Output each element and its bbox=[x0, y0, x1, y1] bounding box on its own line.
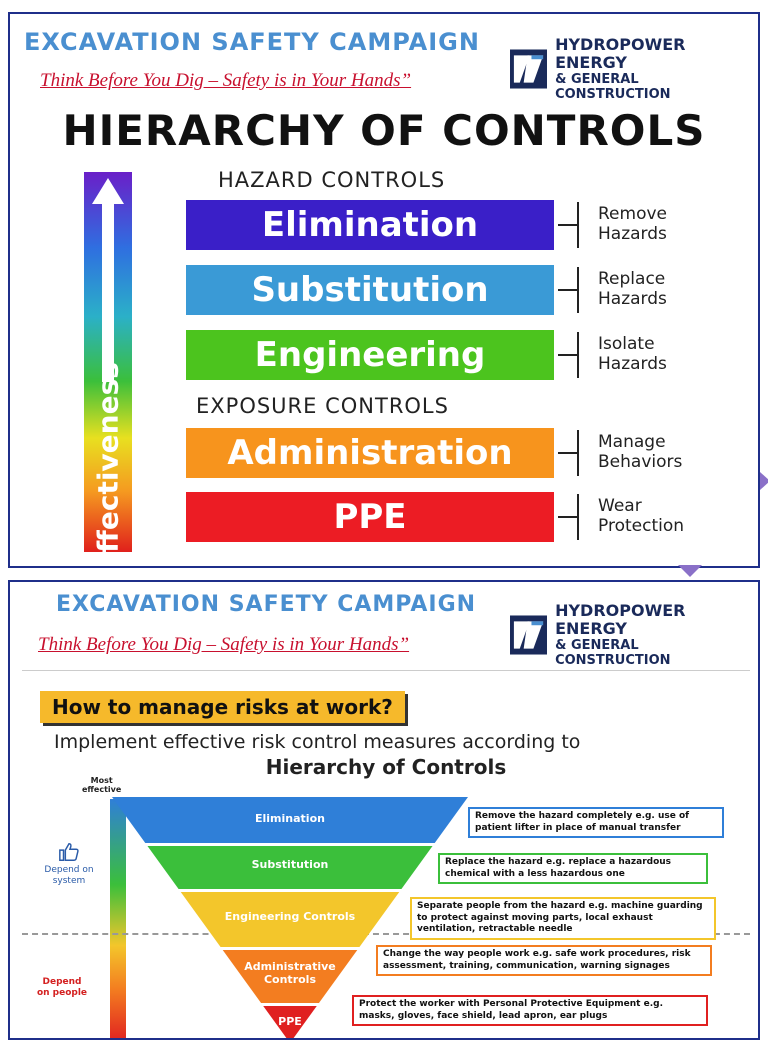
bracket-icon bbox=[558, 332, 579, 378]
most-effective-line: effective bbox=[82, 784, 122, 794]
campaign-title: EXCAVATION SAFETY CAMPAIGN bbox=[24, 28, 480, 56]
depend-on-system-label: Depend on system bbox=[34, 841, 104, 887]
depend-on-people-line: on people bbox=[36, 987, 88, 998]
company-name: HYDROPOWER ENERGY & GENERAL CONSTRUCTION bbox=[555, 601, 758, 669]
bracket-icon bbox=[558, 202, 579, 248]
control-bar-engineering: Engineering bbox=[186, 330, 554, 380]
effectiveness-label: Effectiveness bbox=[91, 362, 125, 568]
campaign-title: EXCAVATION SAFETY CAMPAIGN bbox=[56, 592, 477, 617]
company-logo-mark-icon bbox=[510, 49, 548, 89]
company-name-line1: HYDROPOWER ENERGY bbox=[555, 601, 686, 639]
pyramid-tier-elimination bbox=[112, 797, 468, 843]
control-note-line: Behaviors bbox=[598, 451, 683, 472]
company-logo-mark-icon bbox=[510, 615, 548, 655]
pyramid-tier-ppe bbox=[263, 1006, 317, 1038]
tier-description-engineering: Separate people from the hazard e.g. mac… bbox=[410, 897, 716, 941]
tier-label-engineering: Engineering Controls bbox=[200, 910, 381, 924]
pyramid-tier-engineering bbox=[180, 892, 400, 947]
control-bar-substitution: Substitution bbox=[186, 265, 554, 315]
bracket-icon bbox=[558, 430, 579, 476]
control-note-line: Protection bbox=[598, 515, 685, 536]
campaign-tagline: Think Before You Dig – Safety is in Your… bbox=[40, 70, 412, 91]
bracket-icon bbox=[558, 494, 579, 540]
exposure-controls-label: EXPOSURE CONTROLS bbox=[196, 394, 449, 418]
control-note-line: Hazards bbox=[598, 223, 667, 244]
tier-label-elimination: Elimination bbox=[129, 812, 452, 826]
hierarchy-title: HIERARCHY OF CONTROLS bbox=[62, 106, 706, 155]
company-name-line1: HYDROPOWER ENERGY bbox=[555, 35, 686, 73]
tier-label-line: Engineering Controls bbox=[224, 910, 356, 923]
tier-label-line: Administrative bbox=[244, 960, 336, 973]
control-bar-administration: Administration bbox=[186, 428, 554, 478]
thumbs-up-icon bbox=[59, 843, 79, 861]
bracket-icon bbox=[558, 267, 579, 313]
risk-management-panel: EXCAVATION SAFETY CAMPAIGN Think Before … bbox=[8, 580, 760, 1040]
manage-risks-heading: How to manage risks at work? bbox=[40, 691, 405, 723]
company-name-line2: & GENERAL CONSTRUCTION bbox=[555, 637, 671, 668]
tier-label-line: PPE bbox=[278, 1015, 302, 1028]
risk-infographic: How to manage risks at work? Implement e… bbox=[22, 670, 750, 1038]
control-note-line: Hazards bbox=[598, 288, 667, 309]
most-effective-line: Most bbox=[90, 776, 113, 785]
company-name: HYDROPOWER ENERGY & GENERAL CONSTRUCTION bbox=[555, 35, 758, 103]
up-arrow-icon bbox=[92, 178, 124, 382]
dashed-divider bbox=[22, 933, 750, 935]
pyramid-tier-administrative bbox=[222, 950, 358, 1003]
tier-label-substitution: Substitution bbox=[162, 858, 418, 872]
tier-label-line: Elimination bbox=[255, 812, 325, 825]
tier-description-elimination: Remove the hazard completely e.g. use of… bbox=[468, 807, 724, 839]
control-note-line: Remove bbox=[598, 204, 667, 224]
company-logo: HYDROPOWER ENERGY & GENERAL CONSTRUCTION bbox=[510, 601, 758, 669]
pyramid-tier-substitution bbox=[147, 846, 433, 889]
tier-description-substitution: Replace the hazard e.g. replace a hazard… bbox=[438, 853, 708, 885]
tier-description-administrative: Change the way people work e.g. safe wor… bbox=[376, 945, 712, 977]
control-note-line: Wear bbox=[598, 496, 642, 516]
tier-label-line: Substitution bbox=[251, 858, 329, 871]
hierarchy-of-controls-panel: EXCAVATION SAFETY CAMPAIGN Think Before … bbox=[8, 12, 760, 568]
implement-subtitle: Implement effective risk control measure… bbox=[54, 731, 581, 753]
depend-on-people-line: Depend bbox=[42, 977, 82, 987]
control-note-line: Isolate bbox=[598, 334, 655, 354]
controls-pyramid bbox=[112, 797, 468, 1038]
control-note-line: Replace bbox=[598, 269, 666, 289]
triangle-down-icon bbox=[678, 565, 702, 577]
tier-label-line: Controls bbox=[263, 972, 316, 986]
company-logo: HYDROPOWER ENERGY & GENERAL CONSTRUCTION bbox=[510, 35, 758, 103]
control-note-line: Hazards bbox=[598, 353, 667, 374]
tier-description-ppe: Protect the worker with Personal Protect… bbox=[352, 995, 708, 1027]
control-bar-ppe: PPE bbox=[186, 492, 554, 542]
triangle-right-icon bbox=[760, 472, 768, 490]
depend-on-system-line: system bbox=[52, 875, 86, 886]
tier-label-ppe: PPE bbox=[276, 1015, 305, 1029]
control-note-line: Manage bbox=[598, 432, 666, 452]
campaign-tagline: Think Before You Dig – Safety is in Your… bbox=[38, 634, 410, 655]
depend-on-system-line: Depend on bbox=[44, 865, 94, 875]
company-name-line2: & GENERAL CONSTRUCTION bbox=[555, 71, 671, 102]
hazard-controls-label: HAZARD CONTROLS bbox=[218, 168, 446, 192]
effectiveness-gradient-bar bbox=[110, 799, 126, 1038]
control-bar-elimination: Elimination bbox=[186, 200, 554, 250]
hierarchy-subtitle: Hierarchy of Controls bbox=[265, 755, 507, 779]
